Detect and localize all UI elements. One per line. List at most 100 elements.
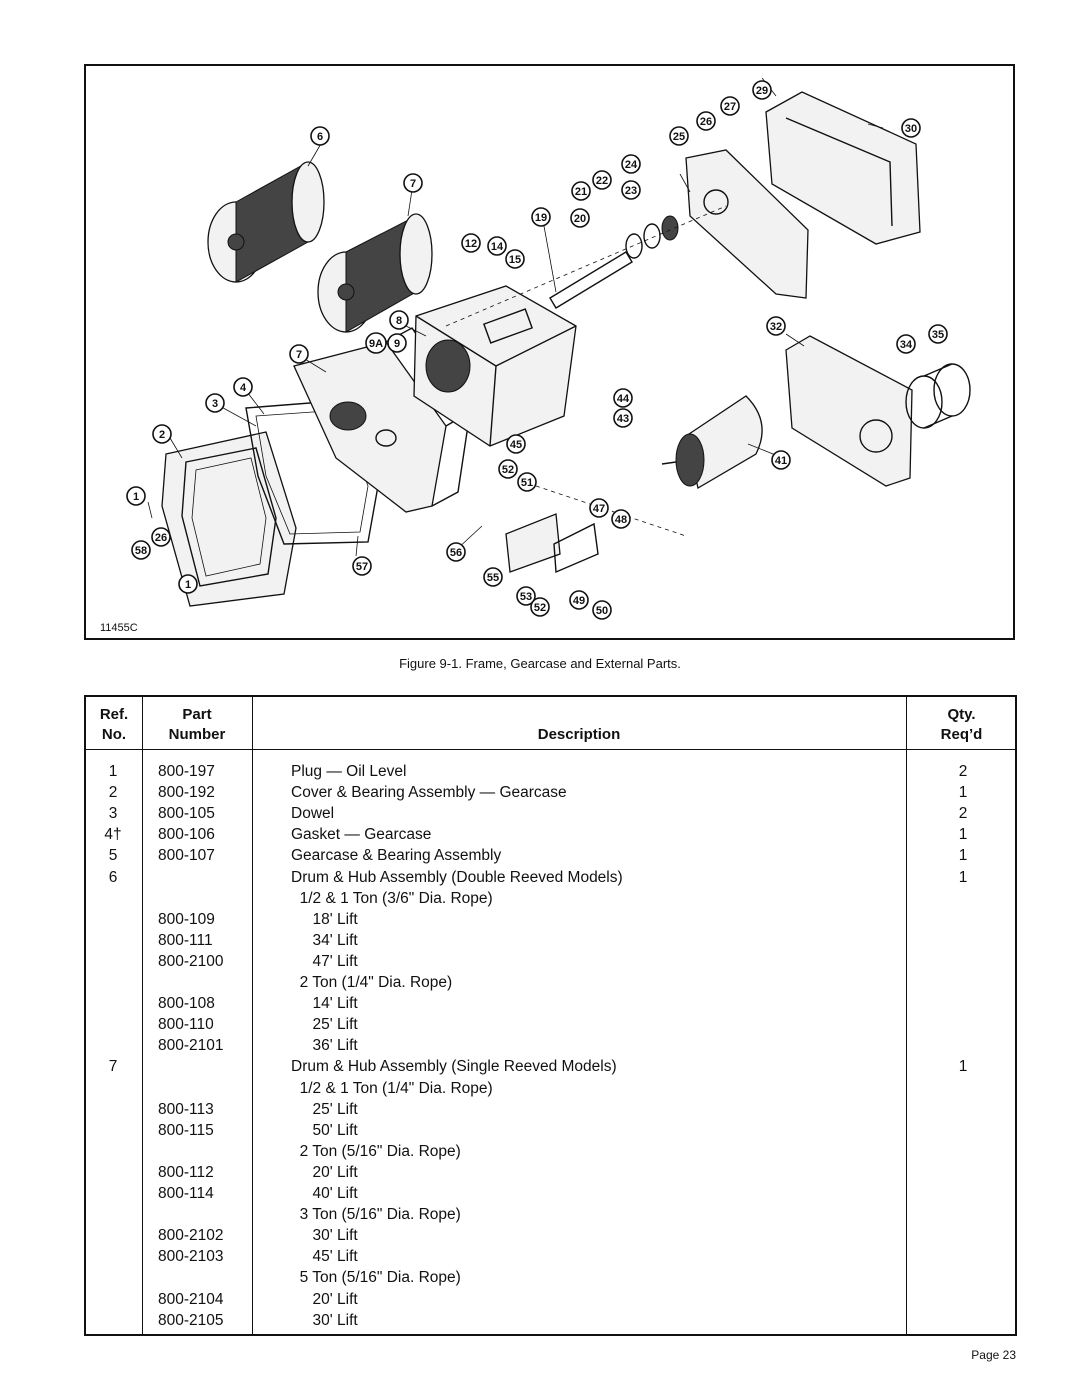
svg-text:21: 21 [575,186,587,198]
svg-text:34: 34 [900,339,913,351]
callout-56: 56 [446,542,466,562]
svg-text:8: 8 [396,315,402,327]
callout-23: 23 [621,180,641,200]
callout-52: 53 [516,586,536,606]
svg-text:27: 27 [724,101,736,113]
callout-9: 9 [387,333,407,353]
part-number-cell: 800-113 [158,1100,214,1118]
callout-26-top: 26 [696,111,716,131]
description-cell: 20' Lift [291,1290,358,1308]
callout-34: 34 [896,334,916,354]
svg-text:56: 56 [450,547,462,559]
callout-5: 7 [289,344,309,364]
svg-text:52: 52 [534,602,546,614]
description-cell: 34' Lift [291,931,358,949]
description-cell: Drum & Hub Assembly (Single Reeved Model… [291,1058,617,1076]
table-row: 800-115 50' Lift [86,1120,1015,1141]
svg-text:55: 55 [487,572,499,584]
callout-9a: 9A [365,332,387,354]
svg-text:43: 43 [617,413,629,425]
ref-cell: 2 [108,784,118,802]
qty-cell: 1 [958,1058,968,1076]
figure-code: 11455C [100,622,138,634]
description-cell: 1/2 & 1 Ton (1/4" Dia. Rope) [291,1079,493,1097]
callout-53: 55 [483,567,503,587]
qty-cell: 1 [958,784,968,802]
part-number-cell: 800-197 [158,763,215,780]
callout-43: 43 [613,408,633,428]
table-row: 800-113 25' Lift [86,1099,1015,1120]
svg-text:25: 25 [673,131,685,143]
qty-cell: 1 [958,868,968,886]
part-number-cell: 800-105 [158,805,215,823]
svg-text:49: 49 [573,595,585,607]
description-cell: 20' Lift [291,1163,358,1181]
ref-cell: 1 [108,763,118,780]
callout-44: 44 [613,388,633,408]
part-number-cell: 800-2102 [158,1227,224,1245]
svg-text:30: 30 [905,123,917,135]
description-cell: 47' Lift [291,952,358,970]
part-number-cell: 800-111 [158,931,213,949]
svg-text:1: 1 [185,579,191,591]
callout-8: 8 [389,310,409,330]
table-row: 800-109 18' Lift [86,909,1015,930]
part-number-cell: 800-114 [158,1185,214,1202]
table-row: 800-2101 36' Lift [86,1035,1015,1056]
callout-55: 52 [498,459,518,479]
svg-text:47: 47 [593,503,605,515]
description-cell: 3 Ton (5/16" Dia. Rope) [291,1206,461,1224]
description-cell: 25' Lift [291,1100,358,1118]
callout-58: 58 [131,540,151,560]
part-number-cell: 800-2103 [158,1248,224,1266]
callout-51: 52 [530,597,550,617]
part-number-cell: 800-110 [158,1016,214,1034]
svg-text:4: 4 [240,382,247,394]
callout-50: 50 [592,600,612,620]
part-number-cell: 800-2105 [158,1311,224,1329]
qty-cell: 1 [958,826,968,844]
table-row: 1/2 & 1 Ton (1/4" Dia. Rope) [86,1078,1015,1099]
frame-end-plate-drawing [685,149,809,299]
svg-text:7: 7 [410,178,416,190]
table-row: 2 Ton (1/4" Dia. Rope) [86,972,1015,993]
svg-text:19: 19 [535,212,547,224]
svg-text:58: 58 [135,545,147,557]
bracket-drawing [505,513,561,573]
qty-cell: 2 [958,805,968,823]
drum-double-reeved-drawing [207,161,325,283]
callout-20: 20 [570,208,590,228]
motor-plate-drawing [785,335,913,487]
description-cell: 40' Lift [291,1185,358,1202]
description-cell: 1/2 & 1 Ton (3/6" Dia. Rope) [291,889,493,907]
part-number-cell: 800-115 [158,1121,214,1139]
callout-30: 30 [901,118,921,138]
qty-cell: 2 [958,763,968,780]
svg-text:14: 14 [491,241,504,253]
column-divider [906,697,907,1334]
part-number-cell: 800-2101 [158,1037,224,1055]
description-cell: 36' Lift [291,1037,358,1055]
svg-text:2: 2 [159,429,165,441]
svg-text:24: 24 [625,159,638,171]
part-number-cell: 800-2104 [158,1290,224,1308]
description-cell: 2 Ton (1/4" Dia. Rope) [291,974,453,991]
parts-table: Ref. No. Part Number Description Qty. Re… [84,695,1017,1336]
table-row: 800-108 14' Lift [86,993,1015,1014]
svg-text:32: 32 [770,321,782,333]
ref-cell: 6 [108,868,118,886]
svg-text:9A: 9A [369,338,383,350]
qty-header-line2: Req’d [940,726,983,743]
callout-29: 29 [752,80,772,100]
svg-text:26: 26 [700,116,712,128]
ref-cell: 5 [108,847,118,865]
svg-text:9: 9 [394,338,400,350]
end-cover-drawing [765,91,921,245]
callout-57: 57 [352,556,372,576]
callouts: 6 7 29 30 27 26 25 24 22 23 21 19 20 12 … [126,80,948,620]
table-row: 5 Ton (5/16" Dia. Rope) [86,1267,1015,1288]
description-cell: 50' Lift [291,1121,358,1139]
qty-header: Qty. Req’d [906,705,1017,745]
callout-54: 51 [517,472,537,492]
